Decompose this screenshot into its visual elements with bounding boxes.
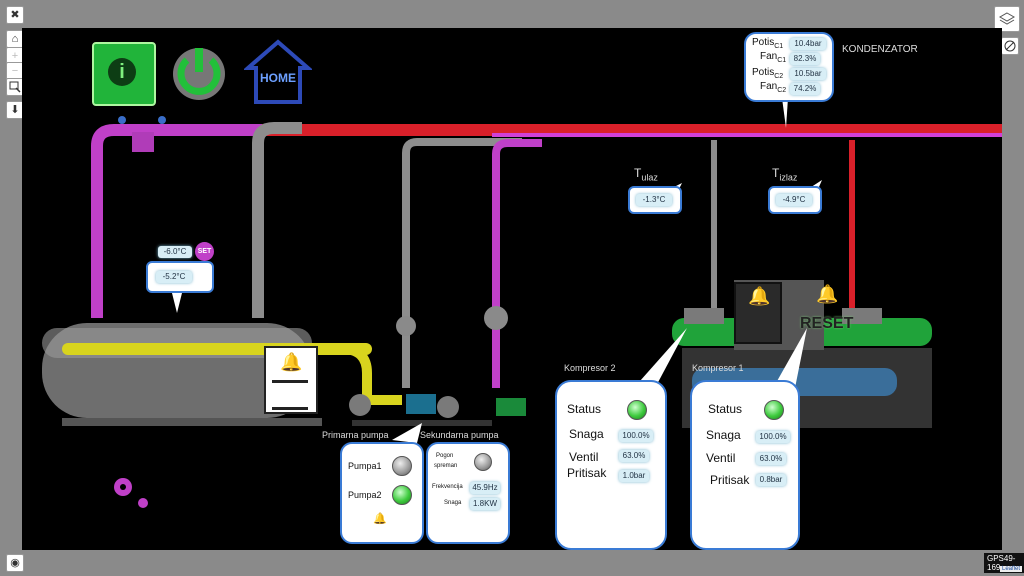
pumpa2-label: Pumpa2: [348, 490, 382, 500]
t-out-sub: izlaz: [779, 172, 798, 183]
magenta-pump-pipe: [492, 139, 542, 388]
potis1-label: Potis: [752, 37, 775, 48]
pumpa1-label: Pumpa1: [348, 461, 382, 471]
pogon-label-1: Pogon: [436, 453, 454, 459]
fan1-label: Fan: [760, 51, 778, 62]
tank-setpoint-value[interactable]: -6.0°C: [158, 246, 192, 258]
potis1-value: 10.4bar: [790, 38, 826, 50]
fan2-label: Fan: [760, 81, 778, 92]
comp-alarm-bell-1: 🔔: [748, 286, 771, 306]
magenta-main-pipe: [91, 124, 522, 318]
gear-icon: [114, 478, 148, 508]
comp1-title: Kompresor 1: [692, 363, 744, 373]
comp2-snaga-label: Snaga: [569, 427, 604, 441]
condenser-panel: PotisC1 10.4bar FanC1 82.3% PotisC2 10.5…: [744, 32, 834, 102]
measure-button[interactable]: [1001, 37, 1019, 55]
pumpa1-status-lamp: [392, 456, 412, 476]
fan1-value: 82.3%: [790, 53, 820, 65]
secondary-pump-label: Sekundarna pumpa: [420, 430, 499, 440]
t-in-label: Tulaz: [634, 166, 658, 182]
magnify-icon: [9, 81, 21, 93]
condenser-title: KONDENZATOR: [842, 44, 918, 55]
comp2-ventil-value: 63.0%: [619, 450, 649, 462]
alarm-bell-icon: 🔔: [280, 352, 303, 372]
t-out-panel: -4.9°C: [768, 186, 822, 214]
info-icon: i: [108, 58, 136, 86]
checklist-icon: [272, 380, 308, 410]
zoom-box-button[interactable]: [6, 78, 24, 96]
potis2-value: 10.5bar: [790, 68, 826, 80]
comp-alarm-bell-2: 🔔: [816, 284, 839, 304]
fan2-sub: C2: [777, 87, 787, 94]
comp1-status-label: Status: [708, 402, 743, 416]
alarm-report-icon[interactable]: 🔔: [264, 346, 318, 414]
eye-toggle-button[interactable]: ◉: [6, 554, 24, 572]
process-diagram: [42, 98, 1002, 508]
primary-pump-label: Primarna pumpa: [322, 430, 389, 440]
comp-alarm-icon-2[interactable]: 🔔: [816, 284, 842, 314]
power-label: Snaga: [444, 500, 462, 506]
t-out-value: -4.9°C: [776, 194, 812, 206]
house-icon: [242, 39, 314, 104]
t-out-label: Tizlaz: [772, 166, 797, 182]
primary-pump-panel: Pumpa1 Pumpa2 🔔: [340, 442, 424, 544]
comp2-title: Kompresor 2: [564, 363, 616, 373]
comp1-snaga-value: 100.0%: [756, 431, 790, 443]
t-in-panel: -1.3°C: [628, 186, 682, 214]
comp1-pritisak-value: 0.8bar: [756, 474, 786, 486]
power-button[interactable]: [167, 40, 231, 104]
layers-icon: [998, 12, 1016, 25]
ruler-icon: [1004, 40, 1016, 52]
home-label: HOME: [260, 71, 296, 85]
tank-temp-value: -5.2°C: [156, 271, 192, 283]
pumpa2-status-lamp: [392, 485, 412, 505]
layers-button[interactable]: [994, 6, 1020, 32]
power-icon: [173, 48, 225, 100]
comp2-status-label: Status: [567, 402, 602, 416]
home-button[interactable]: HOME: [242, 38, 314, 104]
t-in-sub: ulaz: [641, 172, 658, 183]
comp1-snaga-label: Snaga: [706, 428, 741, 442]
power-value: 1.8KW: [470, 498, 500, 510]
freq-label: Frekvencija: [432, 484, 463, 490]
potis1-sub: C1: [774, 43, 784, 50]
fan1-sub: C1: [777, 57, 787, 64]
t-out-letter: T: [772, 166, 780, 180]
scada-canvas: i HOME PotisC1 10.4bar FanC1 82.3% Potis…: [22, 28, 1002, 550]
potis2-label: Potis: [752, 67, 775, 78]
fullscreen-button[interactable]: ✖: [6, 6, 24, 24]
gray-return-pipe: [252, 122, 302, 318]
reset-button[interactable]: RESET: [800, 315, 854, 332]
comp2-status-lamp: [627, 400, 647, 420]
storage-tank: [42, 323, 402, 426]
comp2-panel: Status Snaga 100.0% Ventil 63.0% Pritisa…: [555, 380, 667, 550]
potis2-sub: C2: [774, 73, 784, 80]
comp1-status-lamp: [764, 400, 784, 420]
info-button[interactable]: i: [92, 42, 156, 106]
t-in-value: -1.3°C: [636, 194, 672, 206]
comp2-pritisak-value: 1.0bar: [619, 470, 649, 482]
comp1-panel: Status Snaga 100.0% Ventil 63.0% Pritisa…: [690, 380, 800, 550]
pump-alarm-bell-icon[interactable]: 🔔: [373, 513, 387, 525]
tank-temp-panel: -5.2°C: [146, 261, 214, 293]
secondary-pump: [396, 306, 526, 416]
comp1-ventil-label: Ventil: [706, 451, 736, 465]
comp1-pritisak-label: Pritisak: [710, 473, 750, 487]
comp2-snaga-value: 100.0%: [619, 430, 653, 442]
comp2-ventil-label: Ventil: [569, 450, 599, 464]
leaflet-attribution[interactable]: Leaflet: [1000, 566, 1023, 572]
gray-pump-pipe: [402, 138, 522, 388]
comp-alarm-icon-1[interactable]: 🔔: [734, 282, 782, 344]
comp2-pritisak-label: Pritisak: [567, 466, 607, 480]
t-in-letter: T: [634, 166, 642, 180]
fan2-value: 74.2%: [790, 83, 820, 95]
pogon-status-lamp: [474, 453, 492, 471]
pogon-label-2: spreman: [434, 463, 458, 469]
secondary-pump-panel: Pogon spreman Frekvencija 45.9Hz Snaga 1…: [426, 442, 510, 544]
comp1-ventil-value: 63.0%: [756, 453, 786, 465]
freq-value: 45.9Hz: [470, 482, 500, 494]
strainer-icon: [118, 116, 166, 152]
set-button[interactable]: SET: [195, 242, 214, 261]
